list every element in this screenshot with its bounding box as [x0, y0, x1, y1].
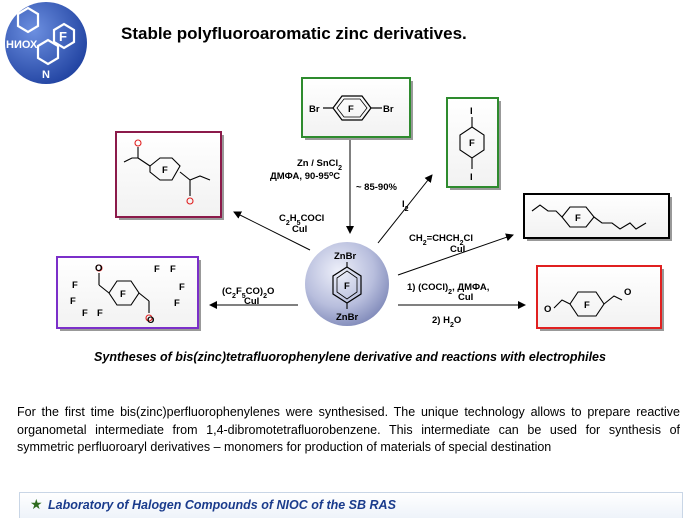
- center-compound-sphere: ZnBr F ZnBr: [305, 242, 389, 326]
- compound-box-dibromo: Br F Br: [301, 77, 413, 140]
- reagent-cui-aldehyde: CuI: [458, 292, 473, 303]
- atom-f-7: F: [179, 282, 185, 293]
- ring-f-center: F: [344, 281, 350, 292]
- ring-f-ketone: F: [162, 165, 168, 176]
- atom-br-left: Br: [309, 104, 320, 115]
- compound-box-allyl: F: [523, 193, 672, 241]
- yield-label: ~ 85-90%: [356, 182, 397, 193]
- compound-box-fluoroketone: F F F F F F F F F O O: [56, 256, 201, 331]
- arrow-to-diiodo: [377, 174, 433, 244]
- footer-lab-name: Laboratory of Halogen Compounds of NIOC …: [48, 498, 396, 512]
- compound-box-ketone: F: [115, 131, 224, 220]
- atom-f-6: F: [170, 264, 176, 275]
- page-title: Stable polyfluoroaromatic zinc derivativ…: [121, 24, 467, 43]
- ring-f-diiodo: F: [469, 138, 475, 149]
- compound-box-aldehyde: O F O: [536, 265, 664, 331]
- atom-f-1: F: [72, 280, 78, 291]
- atom-f-3: F: [82, 308, 88, 319]
- star-icon: ★: [30, 496, 43, 512]
- scheme-caption: Syntheses of bis(zinc)tetrafluorophenyle…: [94, 350, 606, 364]
- footer-bar: ★ Laboratory of Halogen Compounds of NIO…: [19, 492, 683, 518]
- atom-i-bottom: I: [470, 172, 473, 183]
- reagent-zn: Zn / SnCl2: [297, 158, 342, 172]
- atom-f-2: F: [70, 296, 76, 307]
- atom-o-ald-2: O: [624, 287, 631, 298]
- compound-box-diiodo: I F I: [446, 97, 501, 190]
- ring-f-aldehyde: F: [584, 300, 590, 311]
- atom-o-ald-1: O: [544, 304, 551, 315]
- reagent-allyl: CH2=CHCH2Cl: [409, 233, 473, 247]
- atom-br-right: Br: [383, 104, 394, 115]
- atom-f-8: F: [174, 298, 180, 309]
- arrow-to-ketone: [233, 211, 311, 251]
- reagent-dmfa: ДМФА, 90-95oC: [270, 171, 340, 183]
- zinc-group-top: ZnBr: [334, 251, 356, 262]
- reagent-iodine: I2: [402, 199, 409, 213]
- atom-o-1: O: [95, 263, 102, 274]
- reagent-propionyl: C2H5COCl: [279, 213, 324, 227]
- reagent-cui-allyl: CuI: [450, 244, 465, 255]
- logo-n: N: [42, 69, 50, 81]
- atom-o-2: O: [147, 315, 154, 326]
- reagent-cui-ketone: CuI: [292, 224, 307, 235]
- reagent-cui-anhydride: CuI: [244, 296, 259, 307]
- zinc-group-bottom: ZnBr: [336, 312, 358, 323]
- reagent-oxalyl: 1) (COCl)2, ДМФА,: [407, 282, 489, 296]
- ring-f-fluoroketone: F: [120, 289, 126, 300]
- logo-text: НИОХ: [6, 39, 38, 51]
- description-paragraph: For the first time bis(zinc)perfluorophe…: [17, 405, 680, 454]
- logo-f: F: [59, 29, 67, 44]
- arrow-to-allyl: [397, 233, 514, 276]
- atom-f-5: F: [154, 264, 160, 275]
- ring-f-start: F: [348, 104, 354, 115]
- ring-f-allyl: F: [575, 213, 581, 224]
- nioch-logo: НИОХ F N: [0, 0, 96, 86]
- reagent-water: 2) H2O: [432, 315, 461, 329]
- atom-i-top: I: [470, 106, 473, 117]
- atom-f-4: F: [97, 308, 103, 319]
- reagent-anhydride: (C2F5CO)2O: [222, 286, 274, 300]
